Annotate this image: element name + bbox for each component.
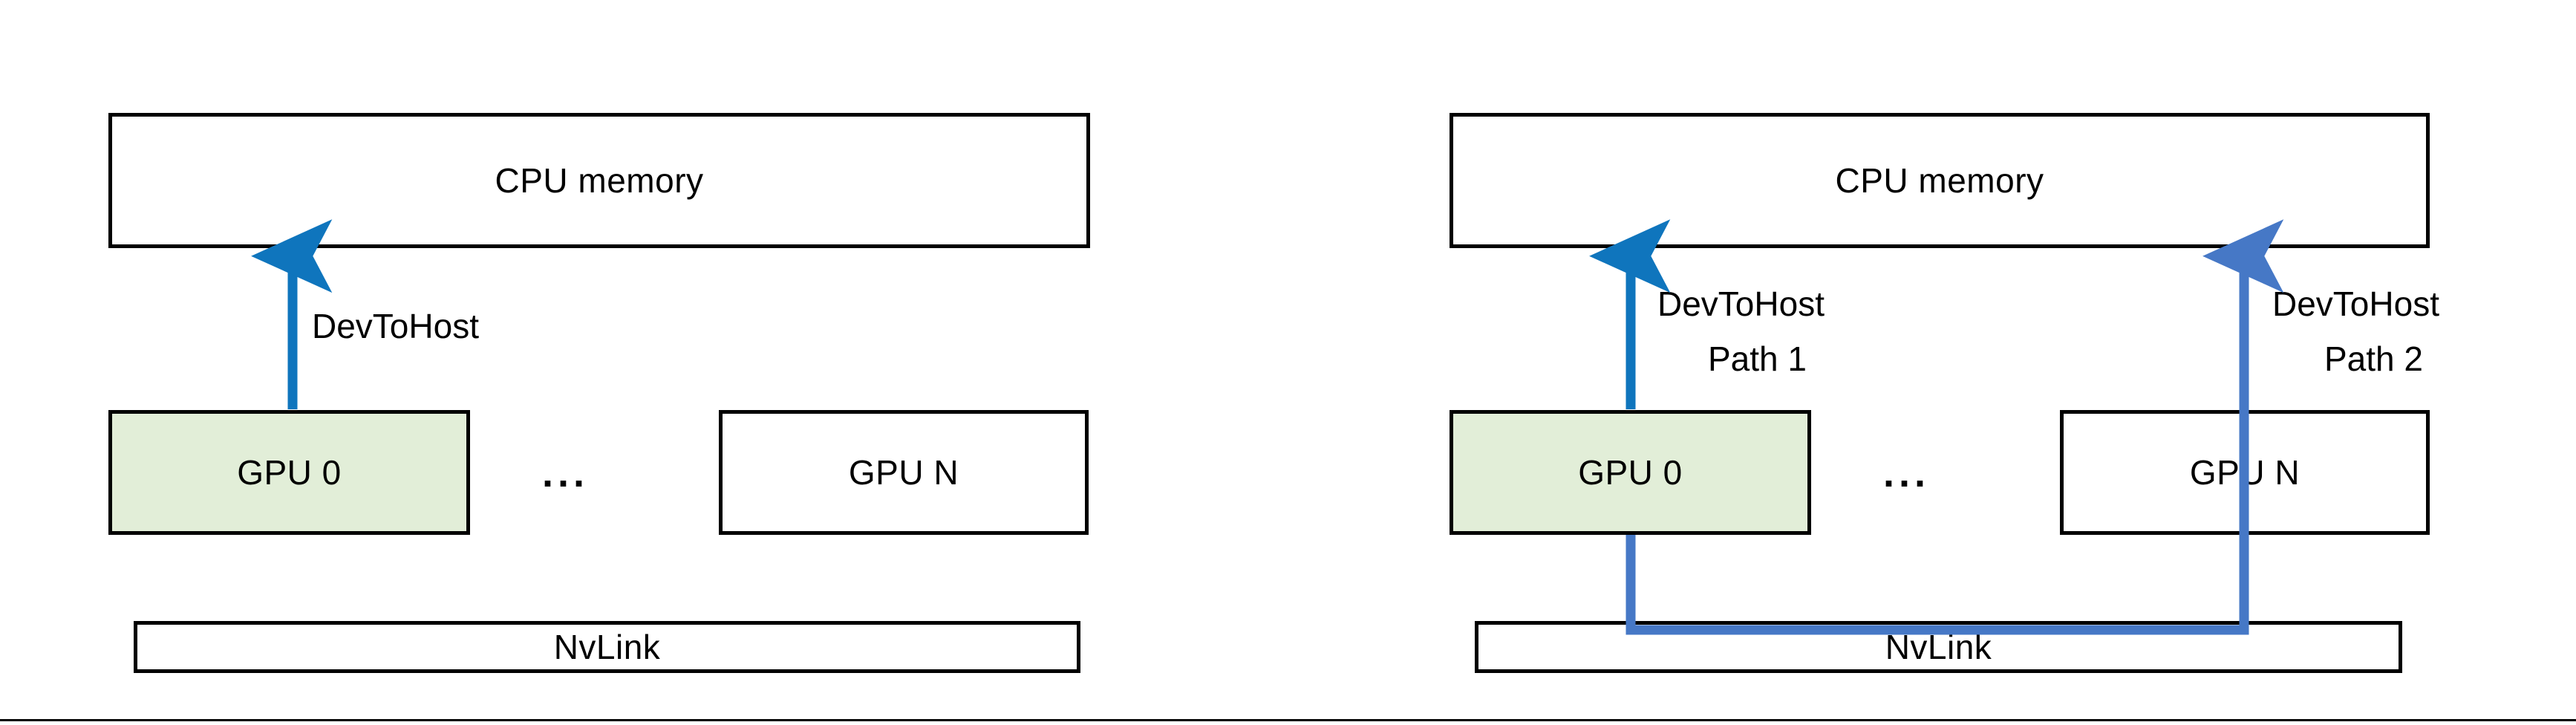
right-path2-label-line2: Path 2 [2324,339,2423,378]
right-path2-label-line1: DevToHost [2272,285,2439,323]
left-gpun-box: GPU N [719,410,1089,535]
right-gpu0-box: GPU 0 [1450,410,1811,535]
right-path1-label-line2: Path 1 [1708,339,1807,378]
right-cpu-memory-box: CPU memory [1450,113,2430,248]
left-gpu0-label: GPU 0 [237,453,342,492]
left-gpu0-box: GPU 0 [108,410,470,535]
left-gpu-ellipsis: ... [542,451,590,495]
left-gpun-label: GPU N [848,453,959,492]
left-devtohost-label: DevToHost [312,307,479,345]
right-nvlink-box: NvLink [1475,621,2402,673]
left-cpu-memory-label: CPU memory [495,161,704,200]
right-cpu-memory-label: CPU memory [1835,161,2044,200]
right-gpu0-label: GPU 0 [1578,453,1683,492]
right-nvlink-label: NvLink [1885,628,1992,666]
right-gpun-label: GPU N [2189,453,2301,492]
page-bottom-rule [0,719,2576,721]
left-nvlink-box: NvLink [134,621,1080,673]
left-cpu-memory-box: CPU memory [108,113,1090,248]
right-gpu-ellipsis: ... [1883,451,1931,495]
right-path1-label-line1: DevToHost [1657,285,1825,323]
right-gpun-box: GPU N [2060,410,2430,535]
left-nvlink-label: NvLink [553,628,661,666]
